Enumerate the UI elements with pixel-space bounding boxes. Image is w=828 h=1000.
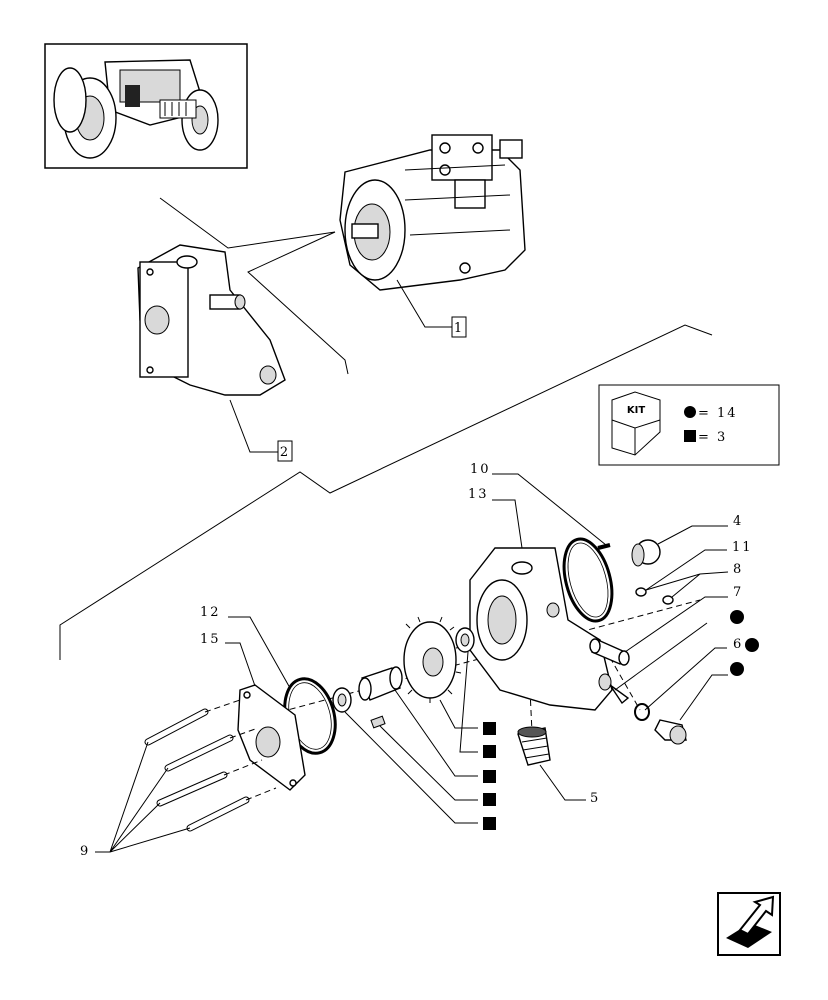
kit-square-markers [483, 722, 496, 830]
square-marker-icon [684, 430, 696, 442]
kit-circle-marker-6 [745, 638, 759, 652]
label-2: 2 [280, 445, 290, 460]
callout-13: 13 [468, 487, 523, 549]
svg-text:6: 6 [733, 637, 743, 652]
svg-text:13: 13 [468, 487, 489, 502]
cover-bolts[interactable] [144, 708, 250, 832]
housing-o-ring [562, 537, 614, 623]
exploded-group-boundary [59, 324, 713, 660]
tractor-icon [53, 59, 219, 159]
callout-7: 7 [624, 585, 743, 653]
square-count: = 3 [698, 430, 727, 445]
part-4-bushing[interactable] [631, 539, 661, 567]
shaft-key [370, 715, 386, 729]
svg-text:12: 12 [200, 605, 221, 620]
kit-circle-marker-plug [730, 662, 744, 676]
svg-text:10: 10 [470, 462, 491, 477]
callout-8: 8 [645, 562, 743, 598]
plug[interactable] [654, 719, 687, 745]
callout-9: 9 [80, 741, 191, 859]
tractor-thumbnail[interactable] [44, 43, 248, 169]
valve-cone [609, 684, 630, 705]
svg-text:9: 9 [80, 844, 90, 859]
svg-text:5: 5 [590, 791, 600, 806]
svg-text:7: 7 [733, 585, 743, 600]
next-page-arrow-icon [726, 895, 775, 948]
callout-6: 6 [644, 637, 743, 711]
circle-marker-icon [684, 406, 696, 418]
main-pump-assembly[interactable] [339, 134, 526, 291]
part-11-screws[interactable] [635, 587, 674, 605]
gear-shaft[interactable] [358, 666, 403, 701]
callout-15: 15 [200, 632, 256, 687]
kit-circle-marker-7 [730, 610, 744, 624]
kit-box-icon: KIT [611, 391, 661, 456]
drive-gear[interactable] [403, 616, 462, 703]
label-1: 1 [454, 321, 464, 336]
part-7-valve[interactable] [589, 638, 630, 666]
circle-count: = 14 [698, 406, 738, 421]
pump-cover[interactable] [237, 684, 306, 791]
kit-label: KIT [627, 405, 645, 416]
svg-text:11: 11 [732, 540, 753, 555]
svg-text:15: 15 [200, 632, 221, 647]
callout-4: 4 [657, 514, 743, 545]
callout-5: 5 [539, 764, 600, 806]
part-10-pin [597, 543, 611, 550]
part-6-ring [634, 703, 650, 721]
kit-legend: KIT = 14 = 3 [598, 384, 780, 466]
callout-2: 2 [229, 399, 293, 462]
next-page-button[interactable] [717, 892, 781, 956]
gear-pump-assembly[interactable] [137, 244, 286, 396]
callout-11: 11 [645, 540, 753, 591]
pump-housing[interactable] [469, 547, 613, 711]
callout-1: 1 [396, 279, 467, 338]
callout-10: 10 [470, 462, 607, 546]
bushing-right[interactable] [455, 627, 475, 653]
bushing-left[interactable] [332, 687, 352, 713]
part-5-filter[interactable] [517, 726, 551, 766]
svg-text:4: 4 [733, 514, 743, 529]
callout-12: 12 [200, 605, 291, 689]
svg-text:8: 8 [733, 562, 743, 577]
